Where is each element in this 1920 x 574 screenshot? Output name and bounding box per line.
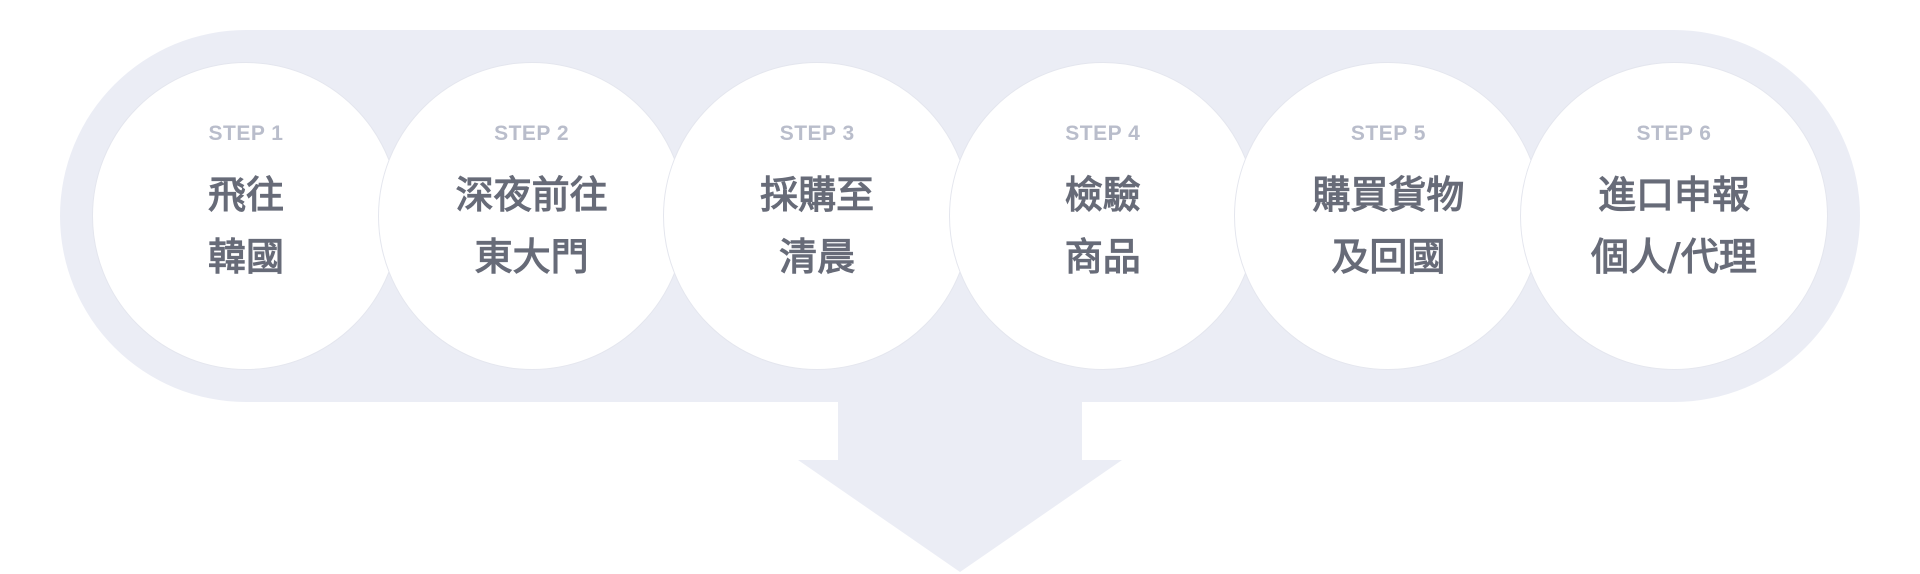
step-4-circle: STEP 4 檢驗 商品 bbox=[948, 62, 1257, 370]
steps-row: STEP 1 飛往 韓國 STEP 2 深夜前往 東大門 STEP 3 採購至 … bbox=[92, 62, 1828, 370]
step-1-title-line-2: 韓國 bbox=[207, 235, 284, 279]
step-5-circle: STEP 5 購買貨物 及回國 bbox=[1234, 62, 1543, 370]
step-6-title-line-2: 個人/代理 bbox=[1591, 235, 1757, 279]
step-6-label: STEP 6 bbox=[1636, 122, 1712, 145]
step-2-title-line-1: 深夜前往 bbox=[455, 173, 608, 217]
step-6-circle: STEP 6 進口申報 個人/代理 bbox=[1520, 62, 1828, 370]
step-5-title-line-1: 購買貨物 bbox=[1312, 173, 1465, 217]
step-2-title-line-2: 東大門 bbox=[474, 235, 589, 279]
step-4-title: 檢驗 商品 bbox=[1065, 164, 1141, 288]
step-5-label: STEP 5 bbox=[1350, 122, 1426, 145]
step-2-title: 深夜前往 東大門 bbox=[456, 164, 608, 288]
step-3-circle: STEP 3 採購至 清晨 bbox=[663, 62, 972, 370]
step-3-title-line-1: 採購至 bbox=[760, 173, 875, 217]
step-2-circle: STEP 2 深夜前往 東大門 bbox=[377, 62, 686, 370]
step-4-label: STEP 4 bbox=[1065, 122, 1141, 145]
step-3-title-line-2: 清晨 bbox=[779, 235, 856, 279]
step-1-label: STEP 1 bbox=[208, 122, 284, 145]
step-4-title-line-1: 檢驗 bbox=[1064, 173, 1141, 217]
step-6-title: 進口申報 個人/代理 bbox=[1591, 164, 1757, 288]
step-3-label: STEP 3 bbox=[779, 122, 855, 145]
step-1-title-line-1: 飛往 bbox=[207, 173, 284, 217]
step-5-title: 購買貨物 及回國 bbox=[1312, 164, 1464, 288]
step-2-label: STEP 2 bbox=[494, 122, 570, 145]
step-1-circle: STEP 1 飛往 韓國 bbox=[92, 62, 400, 370]
step-4-title-line-2: 商品 bbox=[1064, 235, 1141, 279]
step-3-title: 採購至 清晨 bbox=[760, 164, 874, 288]
step-5-title-line-2: 及回國 bbox=[1331, 235, 1446, 279]
step-1-title: 飛往 韓國 bbox=[208, 164, 284, 288]
step-6-title-line-1: 進口申報 bbox=[1597, 173, 1750, 217]
